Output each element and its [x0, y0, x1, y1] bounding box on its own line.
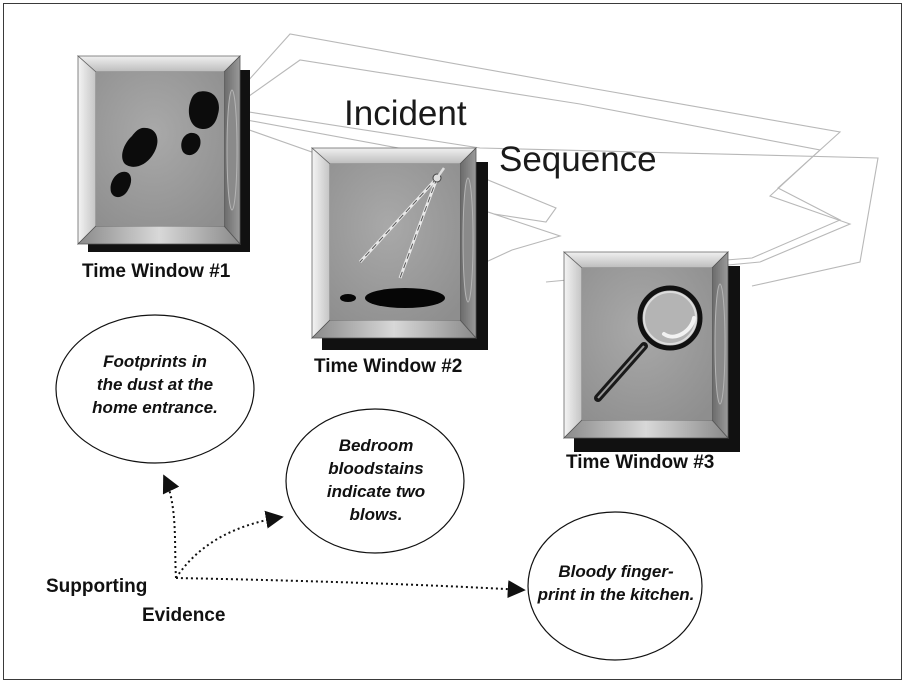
evidence-text-bloodstains: Bedroom bloodstains indicate two blows.: [326, 436, 426, 524]
compass-icon: [340, 167, 446, 308]
evidence-bubble-fingerprint: [527, 511, 703, 661]
arrow-to-bloodstains: [175, 510, 284, 579]
time-window-2-box: [310, 147, 488, 350]
time-window-1-caption: Time Window #1: [82, 261, 231, 282]
evidence-bubble-footprints: [55, 314, 255, 464]
evidence-arrows: [162, 474, 526, 599]
footprints-icon: [110, 91, 219, 198]
arrow-to-footprints: [162, 474, 180, 579]
diagram-title-line1: Incident: [344, 94, 467, 133]
magnifying-glass-icon: [594, 285, 703, 402]
evidence-bubble-bloodstains: [285, 408, 465, 554]
evidence-text-footprints: Footprints in the dust at the home entra…: [92, 352, 218, 417]
diagram-title-line2: Sequence: [499, 140, 657, 179]
time-window-2-caption: Time Window #2: [314, 356, 462, 377]
time-window-3-caption: Time Window #3: [566, 452, 714, 473]
time-window-1-box: [76, 55, 250, 252]
evidence-text-fingerprint: Bloody finger- print in the kitchen.: [537, 562, 695, 604]
supporting-evidence-line1: Supporting: [46, 576, 148, 597]
supporting-evidence-line2: Evidence: [142, 605, 226, 626]
arrow-to-fingerprint: [175, 577, 526, 599]
diagram-border: [3, 3, 902, 680]
time-window-3-box: [562, 251, 740, 452]
